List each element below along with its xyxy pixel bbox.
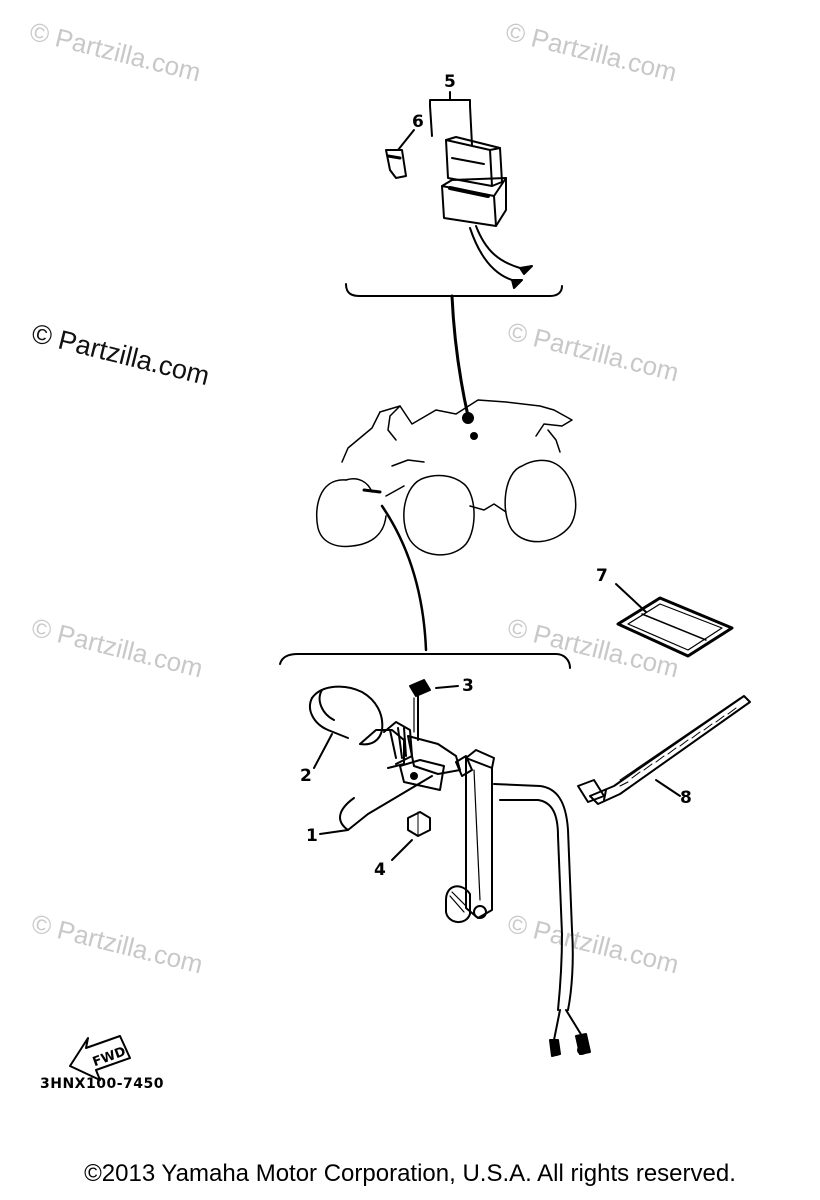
copyright-notice: ©2013 Yamaha Motor Corporation, U.S.A. A… <box>84 1160 736 1187</box>
diagram-code: 3HNX100-7450 <box>40 1076 164 1092</box>
switch-assembly <box>309 679 591 1057</box>
callout-1: 1 <box>306 826 318 846</box>
callout-2: 2 <box>300 766 312 786</box>
fwd-arrow-icon: FWD <box>69 1035 131 1081</box>
callout-3: 3 <box>462 676 474 696</box>
callout-6: 6 <box>412 112 424 132</box>
callout-7: 7 <box>596 566 608 586</box>
relay-assembly <box>345 91 563 440</box>
atv-outline <box>315 399 577 556</box>
callout-4: 4 <box>374 860 386 880</box>
callout-5: 5 <box>444 72 456 92</box>
pad-part <box>615 583 734 658</box>
cable-tie-part <box>577 695 751 805</box>
callout-8: 8 <box>680 788 692 808</box>
